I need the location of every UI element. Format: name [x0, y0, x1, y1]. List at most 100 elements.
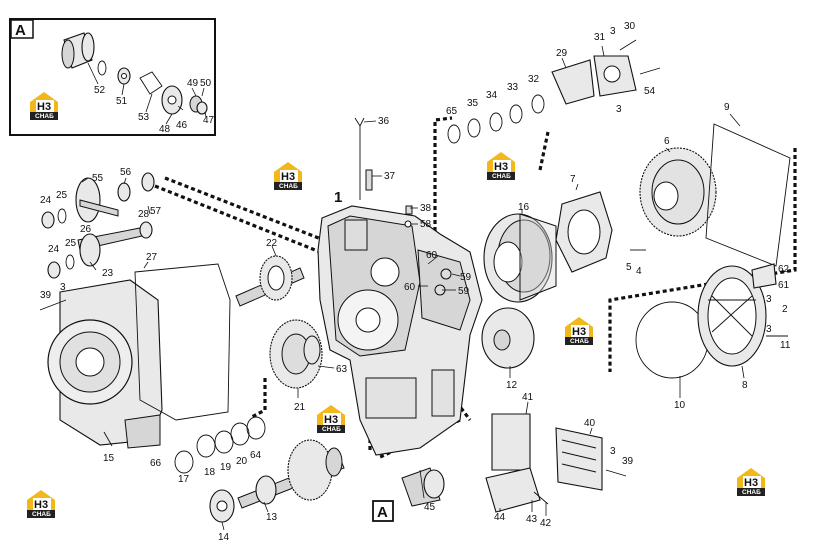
part-3c: 3: [766, 294, 772, 305]
plate-41: [491, 413, 531, 471]
leader-lines: [81, 45, 745, 531]
svg-text:CHAБ: CHAБ: [32, 511, 51, 518]
svg-text:CHAБ: CHAБ: [322, 426, 341, 433]
cover-8: [697, 265, 767, 367]
part-18: 18: [204, 467, 216, 478]
part-48: 48: [159, 124, 171, 135]
clutch-16: [483, 213, 557, 303]
part-51: 51: [116, 96, 128, 107]
part-3a: 3: [610, 26, 616, 37]
part-33: 33: [507, 82, 519, 93]
svg-text:CHAБ: CHAБ: [279, 183, 298, 190]
part-31: 31: [594, 32, 606, 43]
svg-text:H3: H3: [494, 161, 508, 173]
part-25b: 25: [65, 238, 77, 249]
gear-21: [269, 319, 323, 389]
part-number-labels: 30 3 31 29 3 54 32 33 34 35 65 9 6 7 16 …: [40, 21, 791, 543]
part-57: 57: [150, 206, 162, 217]
svg-text:H3: H3: [34, 499, 48, 511]
watermark-logo: H3 CHAБ: [565, 317, 593, 345]
part-36: 36: [378, 116, 390, 127]
part-24b: 24: [48, 244, 60, 255]
gear-shaft-22: [235, 255, 305, 307]
ring-20: [230, 422, 250, 446]
gear-shaft-23: [77, 221, 153, 267]
part-23: 23: [102, 268, 114, 279]
part-25a: 25: [56, 190, 68, 201]
svg-text:H3: H3: [572, 326, 586, 338]
output-shaft-13: [237, 439, 345, 509]
gasket-9: [705, 123, 791, 267]
ring-64: [246, 416, 266, 440]
part-8: 8: [742, 380, 748, 391]
part-30: 30: [624, 21, 636, 32]
part-35: 35: [467, 98, 479, 109]
part-50: 50: [200, 78, 212, 89]
part-11: 11: [780, 340, 791, 351]
part-65: 65: [446, 106, 458, 117]
part-20: 20: [236, 456, 248, 467]
part-13: 13: [266, 512, 278, 523]
watermark-logo: H3 CHAБ: [737, 468, 765, 496]
part-44: 44: [494, 512, 506, 523]
ring-25b: [65, 254, 75, 270]
part-32: 32: [528, 74, 540, 85]
part-63: 63: [336, 364, 348, 375]
gear-6: [639, 147, 717, 237]
seal-24a: [41, 211, 55, 229]
svg-text:CHAБ: CHAБ: [35, 113, 54, 120]
plate-7: [555, 191, 613, 273]
bracket-62: [751, 263, 777, 289]
seal-10: [635, 301, 709, 379]
part-59a: 59: [460, 272, 472, 283]
seal-24b: [47, 261, 61, 279]
disc-12: [481, 307, 535, 369]
part-55: 55: [92, 173, 104, 184]
part-29: 29: [556, 48, 568, 59]
part-45: 45: [424, 502, 436, 513]
part-47: 47: [203, 115, 215, 126]
watermark-logo: H3 CHAБ: [274, 162, 302, 190]
svg-text:CHAБ: CHAБ: [492, 173, 511, 180]
detail-callout-frame: [372, 500, 394, 522]
ring-25a: [57, 208, 67, 224]
cover-plate-29-31: [551, 55, 637, 105]
part-16: 16: [518, 202, 530, 213]
svg-text:H3: H3: [324, 414, 338, 426]
part-54: 54: [644, 86, 656, 97]
part-60b: 60: [404, 282, 416, 293]
valve-block-40: [555, 427, 603, 491]
sensor-45: [401, 467, 445, 507]
part-17: 17: [178, 474, 190, 485]
bracket-44: [485, 467, 541, 513]
front-cover-66: [47, 279, 163, 449]
part-42: 42: [540, 518, 552, 529]
part-26: 26: [80, 224, 92, 235]
svg-text:H3: H3: [281, 171, 295, 183]
part-46: 46: [176, 120, 188, 131]
part-60a: 60: [426, 250, 438, 261]
svg-text:H3: H3: [744, 477, 758, 489]
watermark-logo: H3 CHAБ: [27, 490, 55, 518]
part-49: 49: [187, 78, 199, 89]
part-3f: 3: [610, 446, 616, 457]
part-41: 41: [522, 392, 534, 403]
part-19: 19: [220, 462, 232, 473]
part-12: 12: [506, 380, 518, 391]
watermark-logo: H3 CHAБ: [487, 152, 515, 180]
part-38: 38: [420, 203, 432, 214]
transmission-housing: [317, 205, 483, 456]
part-52: 52: [94, 85, 106, 96]
svg-text:H3: H3: [37, 101, 51, 113]
svg-text:CHAБ: CHAБ: [570, 338, 589, 345]
part-15: 15: [103, 453, 115, 464]
part-39a: 39: [40, 290, 52, 301]
part-53: 53: [138, 112, 150, 123]
part-66: 66: [150, 458, 162, 469]
ring-set-32-35-65: [447, 94, 545, 144]
part-39b: 39: [622, 456, 634, 467]
part-10: 10: [674, 400, 686, 411]
part-62: 62: [778, 264, 790, 275]
inset-label: A: [15, 22, 26, 39]
